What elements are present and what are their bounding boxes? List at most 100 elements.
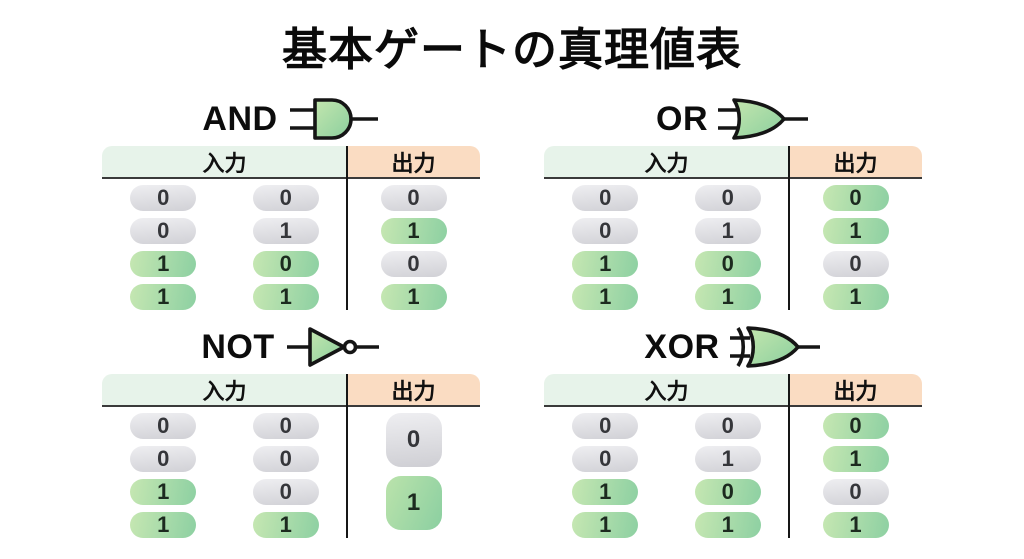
input-a-pill: 0 <box>130 413 197 439</box>
output-column-header: 出力 <box>347 374 480 405</box>
input-a-pill: 0 <box>130 185 197 211</box>
and-table-body: 0 0 1 1 0 1 0 1 0 1 0 1 <box>102 179 480 310</box>
input-b-pill: 0 <box>252 446 319 472</box>
not-input-a-column: 0 0 1 1 <box>102 413 225 538</box>
input-column-header: 入力 <box>544 146 789 177</box>
output-pill: 0 <box>822 479 889 505</box>
output-pill: 1 <box>822 512 889 538</box>
input-b-pill: 0 <box>252 479 319 505</box>
output-column-header: 出力 <box>347 146 480 177</box>
or-input-b-column: 0 1 0 1 <box>667 185 790 310</box>
output-pill: 0 <box>380 251 447 277</box>
or-gate-section: OR 入力 出力 <box>544 96 922 310</box>
and-gate-label: AND <box>202 99 278 138</box>
not-table-header-row: 入力 出力 <box>102 374 480 407</box>
output-pill: 1 <box>380 218 447 244</box>
input-column-header: 入力 <box>102 374 347 405</box>
output-pill: 1 <box>822 446 889 472</box>
output-pill: 0 <box>380 185 447 211</box>
output-merged-cell: 0 <box>385 413 442 467</box>
and-table-header-row: 入力 出力 <box>102 146 480 179</box>
input-a-pill: 1 <box>572 284 639 310</box>
xor-gate-section: XOR 入力 出力 <box>544 324 922 538</box>
xor-table-header-row: 入力 出力 <box>544 374 922 407</box>
input-a-pill: 1 <box>130 251 197 277</box>
input-b-pill: 0 <box>252 185 319 211</box>
and-gate-header: AND <box>102 96 480 142</box>
output-column-header: 出力 <box>789 374 922 405</box>
input-a-pill: 1 <box>572 251 639 277</box>
output-pill: 0 <box>822 185 889 211</box>
input-b-pill: 1 <box>694 512 761 538</box>
and-truth-table: 入力 出力 0 0 1 1 0 1 0 1 <box>102 146 480 310</box>
column-divider-line <box>345 374 348 538</box>
output-column-header: 出力 <box>789 146 922 177</box>
input-a-pill: 0 <box>572 413 639 439</box>
or-gate-icon <box>718 95 810 143</box>
xor-output-column: 0 1 0 1 <box>789 413 922 538</box>
or-table-body: 0 0 1 1 0 1 0 1 0 1 0 1 <box>544 179 922 310</box>
or-gate-header: OR <box>544 96 922 142</box>
xor-table-body: 0 0 1 1 0 1 0 1 0 1 0 1 <box>544 407 922 538</box>
xor-input-b-column: 0 1 0 1 <box>667 413 790 538</box>
or-gate-label: OR <box>656 99 708 138</box>
xor-gate-header: XOR <box>544 324 922 370</box>
and-gate-icon <box>288 95 380 143</box>
input-b-pill: 1 <box>252 218 319 244</box>
input-a-pill: 1 <box>572 512 639 538</box>
input-a-pill: 0 <box>572 185 639 211</box>
input-b-pill: 0 <box>694 185 761 211</box>
input-b-pill: 0 <box>694 251 761 277</box>
xor-gate-label: XOR <box>644 327 720 366</box>
output-pill: 1 <box>822 218 889 244</box>
input-a-pill: 0 <box>572 446 639 472</box>
output-pill: 1 <box>380 284 447 310</box>
input-b-pill: 0 <box>694 479 761 505</box>
xor-input-a-column: 0 0 1 1 <box>544 413 667 538</box>
input-a-pill: 1 <box>130 512 197 538</box>
tables-grid: AND 入力 出力 <box>0 96 1024 538</box>
input-b-pill: 1 <box>252 284 319 310</box>
input-b-pill: 0 <box>252 251 319 277</box>
or-table-header-row: 入力 出力 <box>544 146 922 179</box>
input-b-pill: 1 <box>694 446 761 472</box>
column-divider-line <box>345 146 348 310</box>
not-table-body: 0 0 1 1 0 0 0 1 0 1 <box>102 407 480 538</box>
input-column-header: 入力 <box>102 146 347 177</box>
and-gate-section: AND 入力 出力 <box>102 96 480 310</box>
not-input-b-column: 0 0 0 1 <box>225 413 348 538</box>
and-input-a-column: 0 0 1 1 <box>102 185 225 310</box>
page-title: 基本ゲートの真理値表 <box>281 24 742 75</box>
or-output-column: 0 1 0 1 <box>789 185 922 310</box>
input-b-pill: 0 <box>252 413 319 439</box>
not-gate-icon <box>285 323 381 371</box>
xor-gate-icon <box>729 323 822 371</box>
not-output-column: 0 1 <box>347 413 480 538</box>
column-divider-line <box>787 374 790 538</box>
input-a-pill: 1 <box>572 479 639 505</box>
input-b-pill: 1 <box>252 512 319 538</box>
or-input-a-column: 0 0 1 1 <box>544 185 667 310</box>
input-a-pill: 0 <box>130 446 197 472</box>
not-truth-table: 入力 出力 0 0 1 1 0 0 0 1 <box>102 374 480 538</box>
xor-truth-table: 入力 出力 0 0 1 1 0 1 0 1 <box>544 374 922 538</box>
input-a-pill: 0 <box>572 218 639 244</box>
input-b-pill: 0 <box>694 413 761 439</box>
not-gate-header: NOT <box>102 324 480 370</box>
input-a-pill: 1 <box>130 479 197 505</box>
input-column-header: 入力 <box>544 374 789 405</box>
not-gate-section: NOT 入力 出力 <box>102 324 480 538</box>
input-a-pill: 1 <box>130 284 197 310</box>
output-pill: 0 <box>822 251 889 277</box>
output-pill: 1 <box>822 284 889 310</box>
input-a-pill: 0 <box>130 218 197 244</box>
output-merged-cell: 1 <box>385 476 442 530</box>
not-gate-label: NOT <box>201 327 275 366</box>
input-b-pill: 1 <box>694 284 761 310</box>
or-truth-table: 入力 出力 0 0 1 1 0 1 0 1 <box>544 146 922 310</box>
and-output-column: 0 1 0 1 <box>347 185 480 310</box>
column-divider-line <box>787 146 790 310</box>
and-input-b-column: 0 1 0 1 <box>225 185 348 310</box>
input-b-pill: 1 <box>694 218 761 244</box>
